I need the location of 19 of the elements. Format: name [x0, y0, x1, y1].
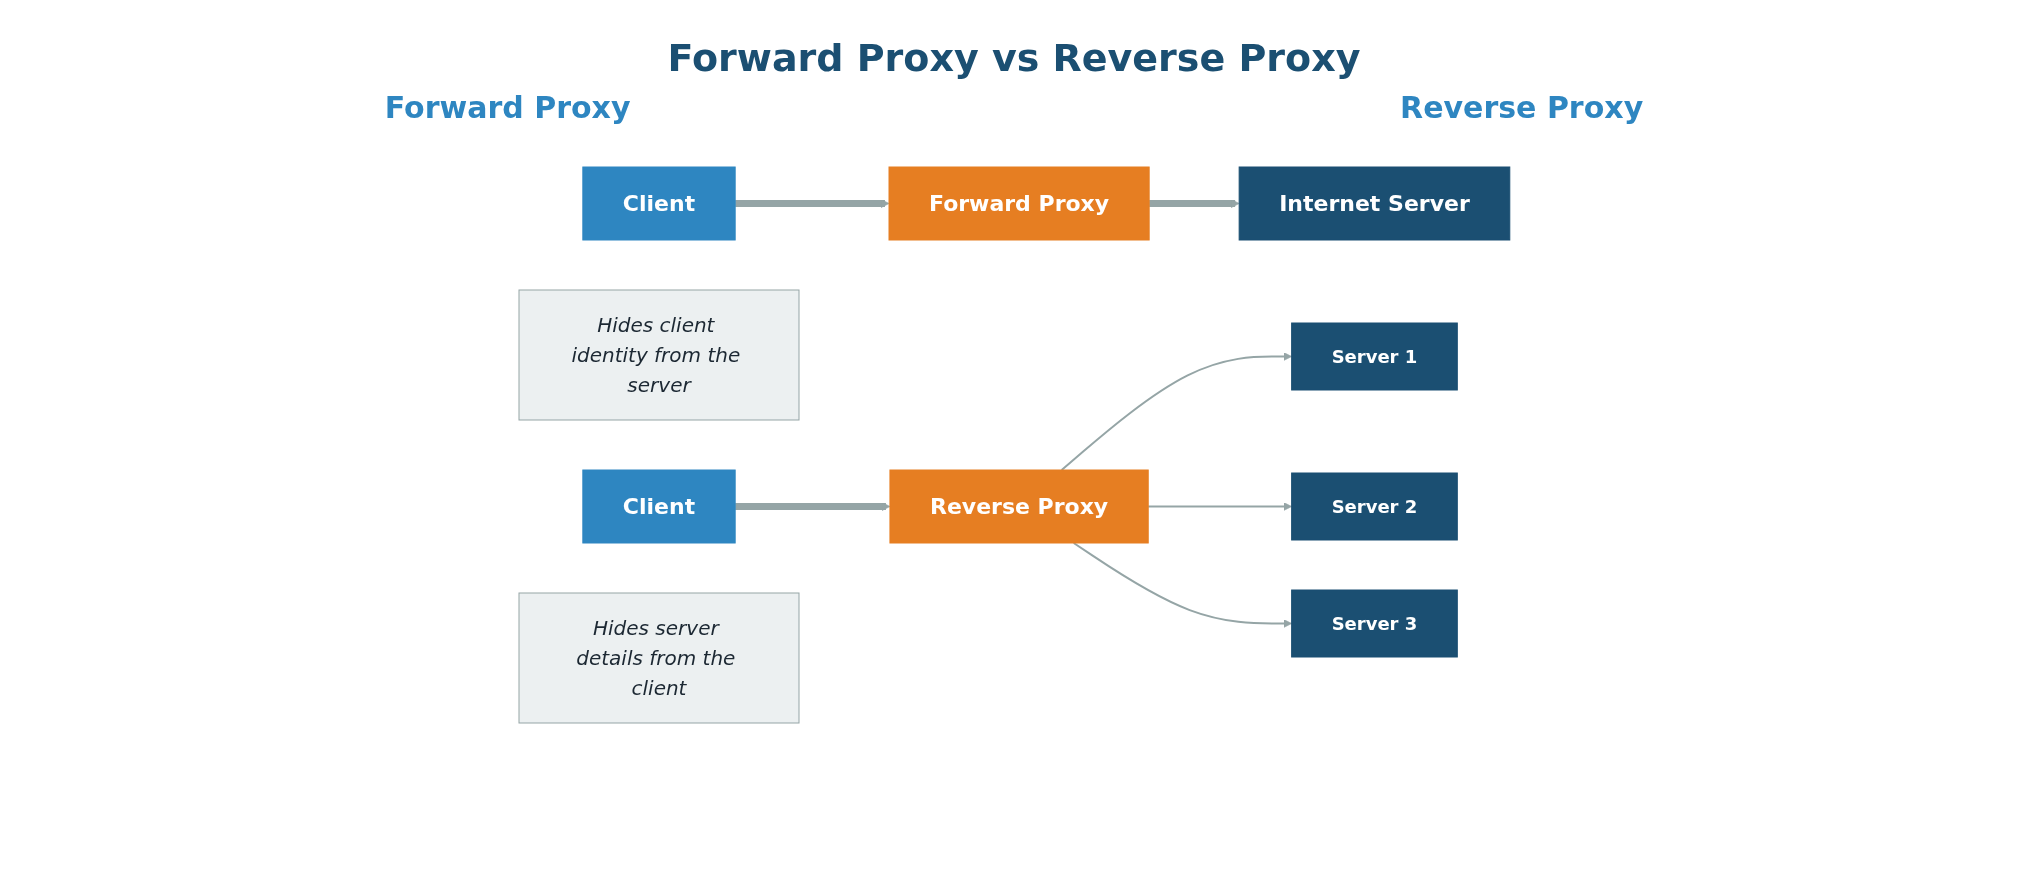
node-box: Hides client identity from the server: [518, 289, 800, 421]
arrow: [734, 199, 889, 208]
node-box: Forward Proxy: [888, 166, 1150, 241]
node-box: Client: [581, 166, 736, 241]
node-box: Internet Server: [1238, 166, 1510, 241]
node-box: Server 3: [1290, 589, 1458, 658]
section-heading: Reverse Proxy: [1400, 90, 1644, 125]
arrow: [1060, 352, 1292, 471]
node-box: Server 2: [1290, 472, 1458, 541]
arrow: [734, 502, 890, 511]
node-box: Reverse Proxy: [889, 469, 1149, 544]
arrow: [1072, 542, 1292, 628]
section-heading: Forward Proxy: [384, 90, 631, 125]
node-box: Server 1: [1290, 322, 1458, 391]
arrow: [1148, 199, 1240, 208]
arrow: [1146, 502, 1292, 511]
node-box: Hides server details from the client: [518, 592, 800, 724]
node-box: Client: [581, 469, 736, 544]
diagram-title: Forward Proxy vs Reverse Proxy: [666, 36, 1362, 80]
